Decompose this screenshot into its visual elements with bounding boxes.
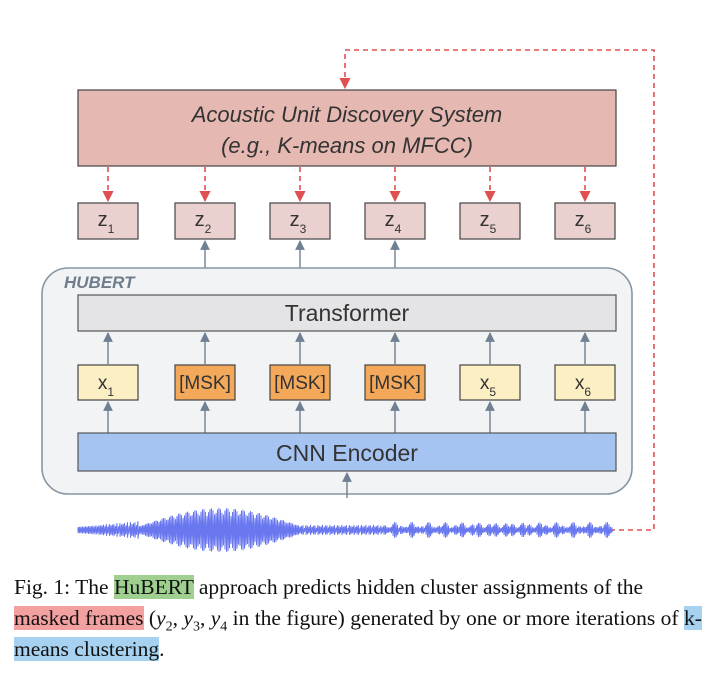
input-label-x6: x6	[575, 373, 592, 399]
mask-token-box	[364, 364, 426, 401]
input-label-x5: x5	[480, 373, 497, 399]
target-box-z3	[269, 202, 331, 240]
aud-system-title: Acoustic Unit Discovery System	[190, 102, 503, 127]
target-box-z6	[554, 202, 616, 240]
hubert-figure: Acoustic Unit Discovery System (e.g., K-…	[41, 49, 655, 553]
mask-token-label: [MSK]	[179, 373, 231, 394]
input-box-x1	[77, 364, 139, 401]
target-row: z1 z2 z3 z4 z5 z6	[77, 167, 616, 295]
target-label-z4: z4	[385, 209, 402, 236]
mask-token-label: [MSK]	[274, 373, 326, 394]
cnn-encoder-label: CNN Encoder	[276, 440, 418, 466]
caption-part1: approach predicts hidden cluster assignm…	[193, 575, 644, 599]
caption-masked-highlight: masked frames	[14, 606, 144, 630]
caption-y2: y2	[156, 606, 173, 635]
caption-prefix: Fig. 1: The	[14, 575, 114, 599]
target-box-z5	[459, 202, 521, 240]
aud-system-box	[77, 89, 617, 167]
caption-hubert-highlight: HuBERT	[113, 575, 194, 599]
figure-canvas: Acoustic Unit Discovery System (e.g., K-…	[41, 49, 655, 553]
target-box-z1	[77, 202, 139, 240]
caption-part3: in the figure) generated by one or more …	[227, 606, 684, 630]
cnn-encoder-block	[77, 432, 617, 472]
caption-part2: (	[143, 606, 157, 630]
target-label-z1: z1	[98, 209, 115, 236]
target-label-z5: z5	[480, 209, 497, 236]
mask-token-box	[174, 364, 236, 401]
caption-suffix: .	[159, 637, 165, 661]
input-label-x1: x1	[98, 373, 115, 399]
target-label-z2: z2	[195, 209, 212, 236]
mask-token-box	[269, 364, 331, 401]
mask-token-label: [MSK]	[369, 373, 421, 394]
audio-waveform	[77, 507, 613, 553]
caption-y4: y4	[210, 606, 228, 635]
aud-system-subtitle: (e.g., K-means on MFCC)	[221, 133, 473, 158]
figure-caption: Fig. 1: The HuBERT approach predicts hid…	[14, 575, 702, 661]
input-box-x5	[459, 364, 521, 401]
target-box-z4	[364, 202, 426, 240]
caption-y3: y3	[183, 606, 200, 635]
hubert-label: HUBERT	[64, 273, 136, 292]
transformer-label: Transformer	[285, 300, 410, 326]
transformer-block	[77, 294, 617, 332]
target-label-z3: z3	[290, 209, 307, 236]
target-box-z2	[174, 202, 236, 240]
feedback-loop-arrow	[339, 49, 655, 531]
input-token-row: x1 [MSK] [MSK] [MSK] x5 x6	[77, 332, 616, 433]
target-label-z6: z6	[575, 209, 592, 236]
input-box-x6	[554, 364, 616, 401]
